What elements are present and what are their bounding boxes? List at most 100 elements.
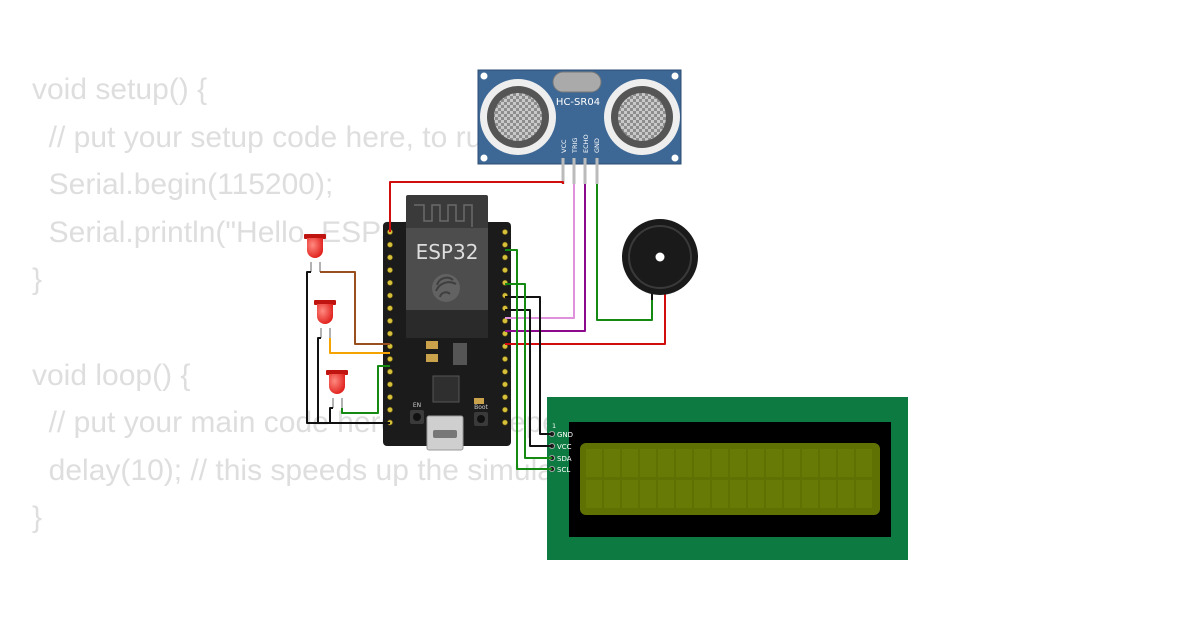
esp32-pin (387, 317, 393, 324)
lcd-char-cell (820, 449, 836, 477)
lcd-char-cell (748, 449, 764, 477)
esp32-pin (387, 394, 393, 400)
sensor-crystal (552, 71, 602, 93)
esp32-pin (502, 419, 508, 426)
lcd-char-cell (622, 480, 638, 508)
led-3[interactable] (326, 370, 348, 408)
esp32-pin (502, 229, 508, 235)
sensor-pin-echo-label: ECHO (582, 134, 590, 153)
lcd-char-cell (640, 449, 656, 477)
esp32-devkit[interactable]: ESP32 EN Boot (383, 195, 511, 451)
esp32-pin (502, 267, 508, 273)
esp32-pin (502, 254, 508, 261)
esp32-pin (387, 368, 393, 375)
lcd-char-cell (694, 480, 710, 508)
lcd-char-cell (622, 449, 638, 477)
esp32-pin (387, 305, 393, 312)
lcd-char-cell (604, 480, 620, 508)
lcd-char-cell (748, 480, 764, 508)
wire-led2-gnd-black (317, 337, 321, 423)
lcd-char-cell (730, 480, 746, 508)
lcd-char-cell (586, 480, 602, 508)
esp32-pin (502, 317, 508, 324)
esp32-pin (502, 406, 508, 413)
wire-led-gnd-black (306, 271, 390, 424)
lcd-1602-i2c[interactable]: 1 GND VCC SDA SCL (547, 397, 908, 560)
lcd-char-cell (838, 480, 854, 508)
lcd-pin-sda-label: SDA (557, 455, 572, 463)
wire-led3-gnd-black (329, 407, 333, 423)
lcd-char-cell (838, 449, 854, 477)
wire-vcc-red (389, 181, 564, 232)
lcd-char-cell (676, 449, 692, 477)
lcd-char-cell (658, 449, 674, 477)
lcd-pin-gnd-label: GND (557, 431, 573, 439)
lcd-pin1-marker: 1 (552, 422, 556, 430)
esp32-pin (502, 241, 508, 248)
lcd-pin-scl-label: SCL (557, 466, 570, 474)
hc-sr04-sensor[interactable]: HC-SR04 VCC TRIG ECHO GND (477, 69, 682, 184)
piezo-buzzer[interactable] (622, 219, 698, 300)
lcd-char-cell (712, 449, 728, 477)
wire-lcd-sda-green (505, 283, 552, 459)
code-editor-background: void setup() { // put your setup code he… (32, 66, 647, 542)
lcd-char-cell (676, 480, 692, 508)
lcd-char-cell (802, 480, 818, 508)
sensor-transducer-left (480, 79, 556, 155)
esp32-pin (387, 279, 393, 286)
led-2[interactable] (314, 300, 336, 338)
esp32-pin (387, 267, 393, 273)
esp32-pin (387, 381, 393, 388)
code-line: } (32, 501, 43, 535)
lcd-char-cell (856, 480, 872, 508)
code-line: void setup() { (32, 73, 208, 106)
esp32-pin (387, 254, 393, 261)
sensor-pin-gnd-label: GND (593, 138, 601, 153)
lcd-char-cell (694, 449, 710, 477)
wire-buzzer-red (505, 300, 666, 345)
wire-lcd-gnd-black (505, 296, 552, 435)
lcd-char-cell (712, 480, 728, 508)
boot-button-label: Boot (474, 404, 488, 411)
esp32-pin (502, 356, 508, 362)
sensor-pin-headers (561, 158, 599, 184)
lcd-pin-vcc-label: VCC (557, 443, 572, 451)
esp32-pin (502, 394, 508, 400)
lcd-char-cell (640, 480, 656, 508)
esp32-pin (502, 381, 508, 388)
lcd-char-cell (766, 449, 782, 477)
wire-gnd-green (596, 184, 653, 321)
lcd-char-cell (802, 449, 818, 477)
sensor-pin-vcc-label: VCC (560, 139, 568, 153)
wires (306, 181, 666, 470)
lcd-char-cell (820, 480, 836, 508)
esp32-antenna (414, 204, 473, 227)
lcd-char-cell (730, 449, 746, 477)
esp32-pin (387, 356, 393, 362)
lcd-char-cell (604, 449, 620, 477)
sensor-title: HC-SR04 (556, 97, 600, 108)
led-1[interactable] (304, 234, 326, 272)
wire-lcd-scl-green (505, 249, 552, 470)
wire-led2-orange (329, 338, 390, 354)
lcd-char-cell (856, 449, 872, 477)
lcd-character-grid (586, 449, 872, 508)
wire-led1-brown (320, 271, 390, 345)
sensor-pin-trig-label: TRIG (571, 138, 579, 154)
lcd-char-cell (784, 449, 800, 477)
sensor-transducer-right (604, 79, 680, 155)
code-line: Serial.begin(115200); (32, 168, 334, 202)
esp32-pin (502, 368, 508, 375)
code-line: void loop() { (32, 358, 191, 392)
lcd-char-cell (658, 480, 674, 508)
esp32-pin (387, 241, 393, 248)
wire-echo-purple (505, 184, 586, 332)
esp32-title: ESP32 (416, 240, 479, 264)
wire-led3-green (341, 365, 390, 414)
lcd-char-cell (766, 480, 782, 508)
code-line: } (32, 263, 43, 297)
lcd-char-cell (784, 480, 800, 508)
en-button-label: EN (413, 402, 421, 409)
esp32-pin (387, 406, 393, 413)
usb-uart-chip (432, 375, 460, 403)
